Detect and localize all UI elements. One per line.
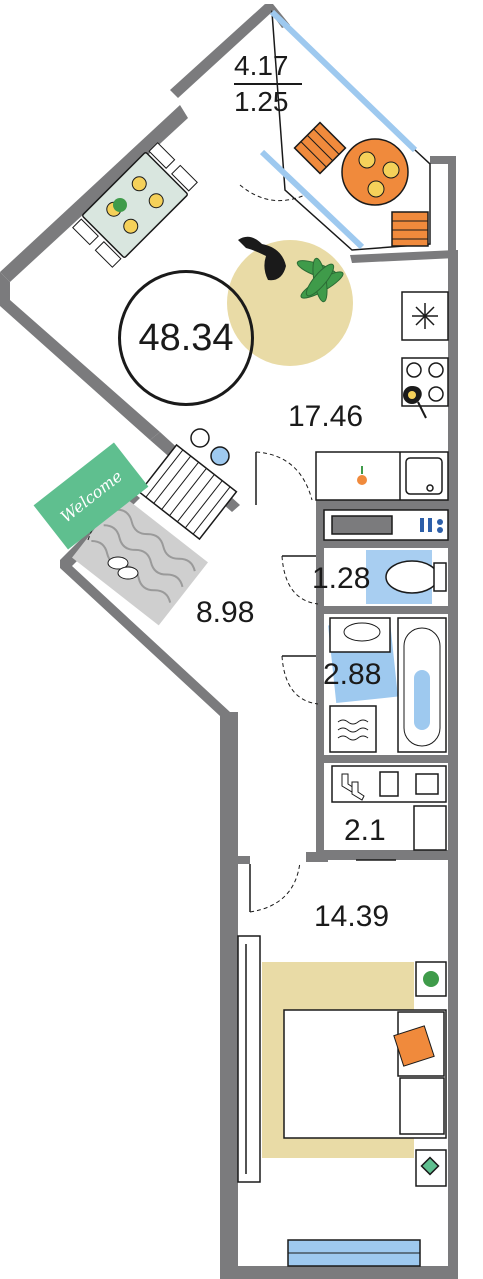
fraction-bar [234,83,302,85]
kitchen-door-arc [255,451,313,501]
balcony-area-top: 4.17 [234,50,289,81]
balcony-chair-1 [293,121,347,175]
bath-door-arc [281,655,319,705]
fan-icon [412,303,438,329]
total-area-badge: 48.34 [118,270,254,406]
slippers-icon [107,556,139,580]
wc [366,550,447,604]
wardrobe-closet [237,935,261,1183]
plant-icon [296,257,344,303]
hallway-area: 8.98 [196,596,255,629]
balcony-table [341,138,409,206]
kitchen [315,291,449,541]
table-plant-icon [113,198,127,212]
shoe-rack [138,443,238,541]
onion-icon [357,466,367,485]
sink-icon [405,457,443,495]
wardrobe [331,765,447,851]
kitchen-living-area: 17.46 [288,400,364,433]
total-area-value: 48.34 [138,316,234,359]
balcony-area-fraction: 4.17 1.25 [234,52,302,116]
dog-icon [238,236,286,281]
bedroom-area: 14.39 [314,900,390,933]
bedroom-window [287,1239,421,1267]
socks-icon [341,773,365,801]
wc-area: 1.28 [312,562,371,595]
wc-door-arc [281,555,319,605]
balcony-chair-2 [391,211,429,247]
bedroom-plant-icon [423,971,439,987]
meter-icons [190,428,230,466]
balcony-door-arc [239,184,306,202]
nightstands [415,961,447,1187]
walls [0,4,458,1279]
pan-icon [403,386,427,419]
wardrobe-area: 2.1 [344,814,386,847]
tap-icons [420,518,443,533]
bed [283,1009,447,1139]
bathroom-area: 2.88 [323,658,382,691]
bedroom-door-arc [249,861,301,913]
balcony [259,9,431,251]
bathroom [328,617,447,753]
balcony-area-bottom: 1.25 [234,86,289,117]
